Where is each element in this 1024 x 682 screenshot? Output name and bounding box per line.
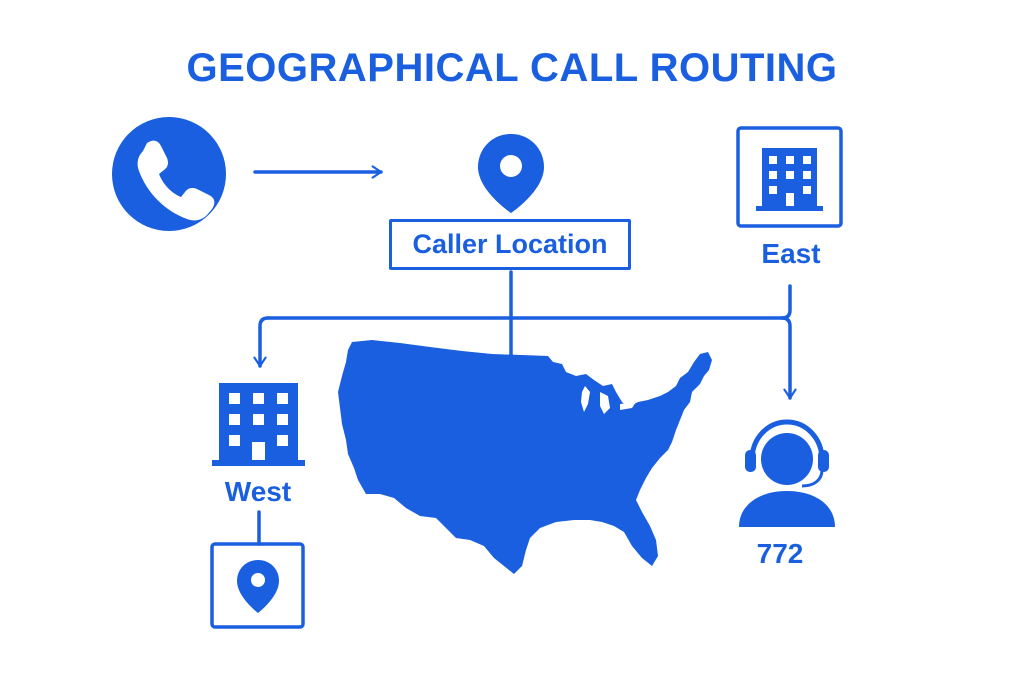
map-pin-icon bbox=[478, 134, 544, 213]
west-location-box bbox=[210, 542, 305, 629]
west-label: West bbox=[224, 476, 292, 507]
caller-location-box: Caller Location bbox=[389, 219, 631, 270]
headset-agent-icon bbox=[739, 419, 835, 527]
map-pin-icon bbox=[237, 560, 279, 613]
agent-number-label: 772 bbox=[756, 538, 804, 569]
west-office-building-icon bbox=[212, 383, 305, 466]
great-lakes bbox=[581, 386, 636, 414]
east-label: East bbox=[761, 238, 821, 269]
caller-location-label: Caller Location bbox=[412, 229, 608, 259]
office-building-icon bbox=[756, 148, 823, 211]
usa-map bbox=[338, 340, 712, 574]
page-title: GEOGRAPHICAL CALL ROUTING bbox=[186, 46, 838, 90]
phone-icon bbox=[112, 117, 226, 231]
east-office-box bbox=[736, 126, 843, 228]
